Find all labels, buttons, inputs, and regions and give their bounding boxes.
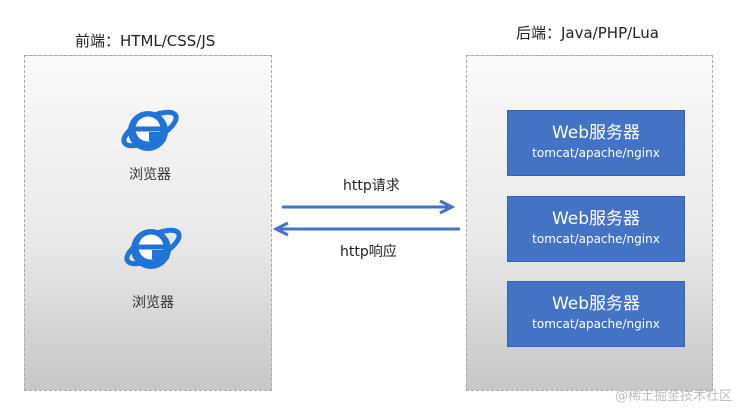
web-server-box: Web服务器 tomcat/apache/nginx	[507, 110, 685, 176]
request-arrow	[282, 199, 456, 215]
server-name: Web服务器	[551, 294, 641, 314]
browser-item: 浏览器	[98, 216, 208, 312]
browser-label: 浏览器	[132, 295, 174, 311]
web-server-box: Web服务器 tomcat/apache/nginx	[507, 281, 685, 347]
arrows-group	[272, 199, 460, 237]
ie-browser-icon	[121, 109, 179, 151]
response-arrow	[272, 221, 460, 237]
frontend-title: 前端：HTML/CSS/JS	[75, 32, 216, 50]
server-name: Web服务器	[551, 123, 641, 143]
web-server-box: Web服务器 tomcat/apache/nginx	[507, 196, 685, 262]
server-name: Web服务器	[551, 209, 641, 229]
browser-label: 浏览器	[129, 167, 171, 183]
browser-item: 浏览器	[95, 98, 205, 184]
ie-browser-icon	[124, 227, 182, 269]
server-software: tomcat/apache/nginx	[532, 317, 660, 331]
server-software: tomcat/apache/nginx	[532, 146, 660, 160]
request-label: http请求	[343, 178, 400, 194]
server-software: tomcat/apache/nginx	[532, 232, 660, 246]
backend-title: 后端：Java/PHP/Lua	[516, 24, 659, 42]
watermark: @稀土掘金技术社区	[614, 389, 732, 404]
response-label: http响应	[340, 244, 397, 260]
